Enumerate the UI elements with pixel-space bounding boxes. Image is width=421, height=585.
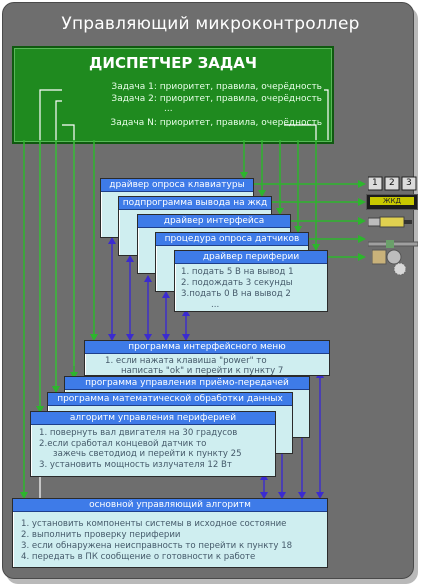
main-algorithm-steps: 1. установить компоненты системы в исход… bbox=[13, 512, 327, 570]
sensor-poll-title: процедура опроса датчиков bbox=[156, 233, 308, 246]
diagram-title: Управляющий микроконтроллер bbox=[61, 14, 360, 34]
peripheral-driver-steps: 1. подать 5 В на вывод 1 2. подождать 3 … bbox=[175, 264, 327, 314]
keypad-icon: 1 2 3 bbox=[367, 176, 418, 196]
step-line: 1. повернуть вал двигателя на 30 градусо… bbox=[39, 428, 238, 438]
key-3: 3 bbox=[406, 178, 412, 188]
step-line: 1. установить компоненты системы в исход… bbox=[21, 519, 287, 529]
task-n-line: Задача N: приоритет, правила, очерёдност… bbox=[110, 118, 322, 128]
keyboard-driver-title: драйвер опроса клавиатуры bbox=[101, 179, 253, 192]
step-line: ... bbox=[211, 300, 220, 310]
step-line: 4. передать в ПК сообщение о готовности … bbox=[21, 552, 256, 562]
step-line: 2.если сработал концевой датчик то bbox=[39, 438, 207, 449]
menu-interface-steps: 1. если нажата клавиша "power" то написа… bbox=[85, 354, 329, 378]
menu-interface-title: программа интерфейсного меню bbox=[85, 341, 329, 354]
motor-gear-icon bbox=[371, 248, 407, 280]
step-line: 1. подать 5 В на вывод 1 bbox=[181, 267, 294, 277]
tasks-ellipsis: ... bbox=[164, 104, 173, 114]
step-line: написать "ok" и перейти к пункту 7 bbox=[121, 366, 284, 376]
step-line: 3. если обнаружена неисправность то пере… bbox=[21, 541, 293, 551]
dispatcher-title: ДИСПЕТЧЕР ЗАДАЧ bbox=[89, 54, 257, 72]
task-2-line: Задача 2: приоритет, правила, очерёдност… bbox=[111, 94, 322, 104]
peripheral-control-title: алгоритм управления периферией bbox=[31, 412, 275, 425]
lcd-text: ЖКД bbox=[370, 197, 414, 205]
step-line: 1. если нажата клавиша "power" то bbox=[105, 356, 267, 366]
key-2: 2 bbox=[389, 178, 395, 188]
step-line: зажечь светодиод и перейти к пункту 25 bbox=[53, 449, 242, 459]
task-dispatcher: ДИСПЕТЧЕР ЗАДАЧ Задача 1: приоритет, пра… bbox=[12, 46, 334, 144]
peripheral-control-steps: 1. повернуть вал двигателя на 30 градусо… bbox=[31, 425, 275, 473]
peripheral-driver: драйвер периферии 1. подать 5 В на вывод… bbox=[174, 250, 328, 312]
lcd-display-icon: ЖКД bbox=[366, 194, 418, 210]
main-algorithm-title: основной управляющий алгоритм bbox=[13, 499, 327, 512]
interface-driver-title: драйвер интерфейса bbox=[138, 215, 290, 228]
peripheral-control-algorithm: алгоритм управления периферией 1. поверн… bbox=[30, 411, 276, 477]
math-processing-title: программа математической обработки данны… bbox=[48, 393, 292, 406]
step-line: 3.подать 0 В на вывод 2 bbox=[181, 289, 291, 299]
main-control-algorithm: основной управляющий алгоритм 1. установ… bbox=[12, 498, 328, 568]
step-line: 3. установить мощность излучателя 12 Вт bbox=[39, 459, 232, 470]
peripheral-driver-title: драйвер периферии bbox=[175, 251, 327, 264]
lcd-output-title: подпрограмма вывода на жкд bbox=[119, 197, 271, 210]
usb-plug-icon bbox=[367, 214, 412, 233]
key-1: 1 bbox=[372, 178, 378, 188]
menu-interface-program: программа интерфейсного меню 1. если наж… bbox=[84, 340, 330, 376]
task-1-line: Задача 1: приоритет, правила, очерёдност… bbox=[111, 82, 322, 92]
step-line: 2. выполнить проверку периферии bbox=[21, 530, 181, 540]
transceiver-title: программа управления приёмо-передачей bbox=[65, 377, 309, 390]
step-line: 2. подождать 3 секунды bbox=[181, 278, 293, 288]
